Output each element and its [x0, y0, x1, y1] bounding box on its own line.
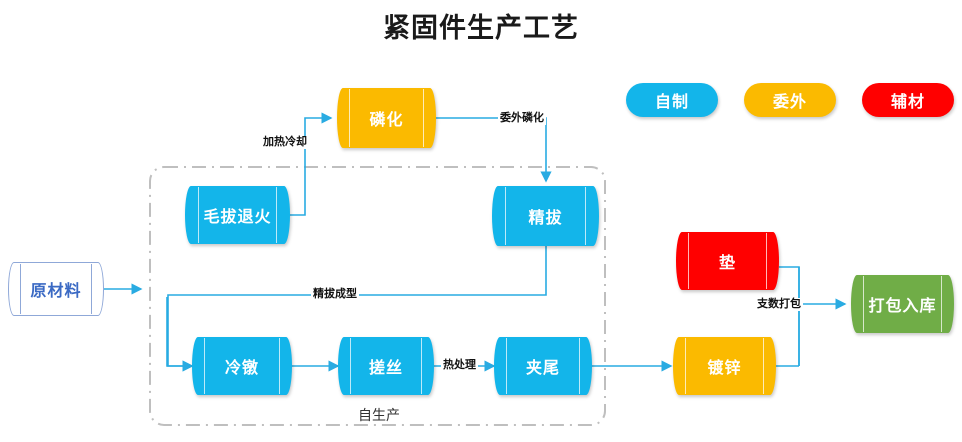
- node-label: 毛拔退火: [203, 209, 272, 226]
- group-label-self-production: 自生产: [358, 407, 400, 423]
- legend-label: 自制: [654, 94, 689, 111]
- edge-label-heat-cool: 加热冷却: [261, 136, 309, 149]
- edge-phosphate-to-finedraw: [436, 117, 552, 183]
- node-label: 夹尾: [525, 360, 560, 377]
- node-fine-draw[interactable]: 精拔: [492, 186, 599, 246]
- node-label: 镀锌: [707, 360, 742, 377]
- edge-washer-to-pack: [779, 266, 800, 366]
- node-label: 冷镦: [224, 360, 259, 377]
- node-label: 打包入库: [868, 298, 937, 315]
- edge-label-count-pack: 支数打包: [755, 298, 803, 311]
- node-galvanizing[interactable]: 镀锌: [673, 337, 776, 395]
- legend-item-auxiliary[interactable]: 辅材: [862, 83, 954, 117]
- legend-item-outsourced[interactable]: 委外: [744, 83, 836, 117]
- node-tail-clamp[interactable]: 夹尾: [494, 337, 592, 395]
- node-label: 搓丝: [368, 360, 403, 377]
- node-label: 精拔: [528, 210, 563, 227]
- edge-label-finedraw-form: 精拔成型: [311, 288, 359, 301]
- node-label: 原材料: [30, 283, 82, 300]
- edge-raw-to-cold-2: [166, 297, 194, 372]
- edge-label-outsource-phosphate: 委外磷化: [498, 112, 546, 125]
- node-pack-warehouse[interactable]: 打包入库: [851, 275, 954, 333]
- node-washer[interactable]: 垫: [676, 232, 779, 290]
- node-thread-rolling[interactable]: 搓丝: [338, 337, 434, 395]
- legend-label: 委外: [772, 94, 807, 111]
- node-label: 垫: [718, 255, 736, 272]
- node-anneal[interactable]: 毛拔退火: [185, 186, 290, 244]
- node-cold-heading[interactable]: 冷镦: [192, 337, 292, 395]
- edge-label-heat-treat: 热处理: [441, 359, 478, 372]
- legend-label: 辅材: [890, 94, 925, 111]
- node-raw-material[interactable]: 原材料: [8, 262, 104, 316]
- page-title: 紧固件生产工艺: [383, 13, 579, 43]
- legend-item-self-made[interactable]: 自制: [626, 83, 718, 117]
- node-label: 磷化: [369, 112, 404, 129]
- edge-anneal-to-phosphate: [290, 112, 333, 216]
- node-phosphate[interactable]: 磷化: [337, 88, 436, 148]
